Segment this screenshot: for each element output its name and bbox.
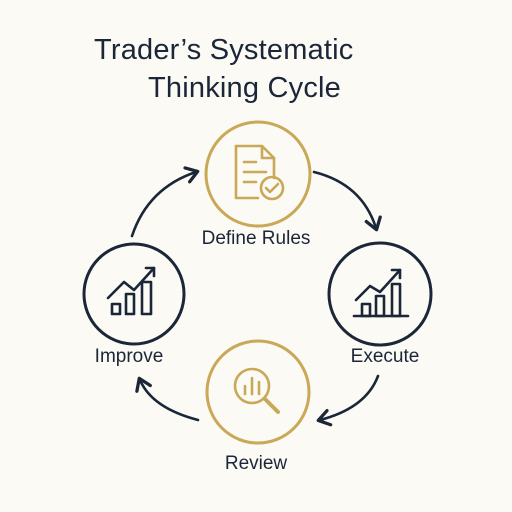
arrow-improve-to-define (130, 166, 200, 238)
node-review (205, 339, 311, 445)
node-label-review: Review (224, 453, 288, 474)
title-line-2: Thinking Cycle (148, 72, 341, 104)
node-execute (327, 241, 433, 347)
node-label-define-rules: Define Rules (201, 228, 311, 249)
growth-chart-icon (352, 268, 410, 318)
node-label-execute: Execute (350, 346, 420, 367)
node-improve (82, 242, 186, 346)
arrow-execute-to-review (316, 374, 380, 427)
node-label-improve: Improve (94, 346, 164, 367)
document-check-icon (234, 144, 285, 201)
node-define-rules (204, 120, 312, 228)
arrow-review-to-improve (135, 376, 200, 422)
title-line-1: Trader’s Systematic (94, 34, 354, 66)
growth-chart-icon (106, 266, 156, 316)
arrow-define-to-execute (312, 170, 382, 232)
magnifier-chart-icon (233, 367, 280, 414)
